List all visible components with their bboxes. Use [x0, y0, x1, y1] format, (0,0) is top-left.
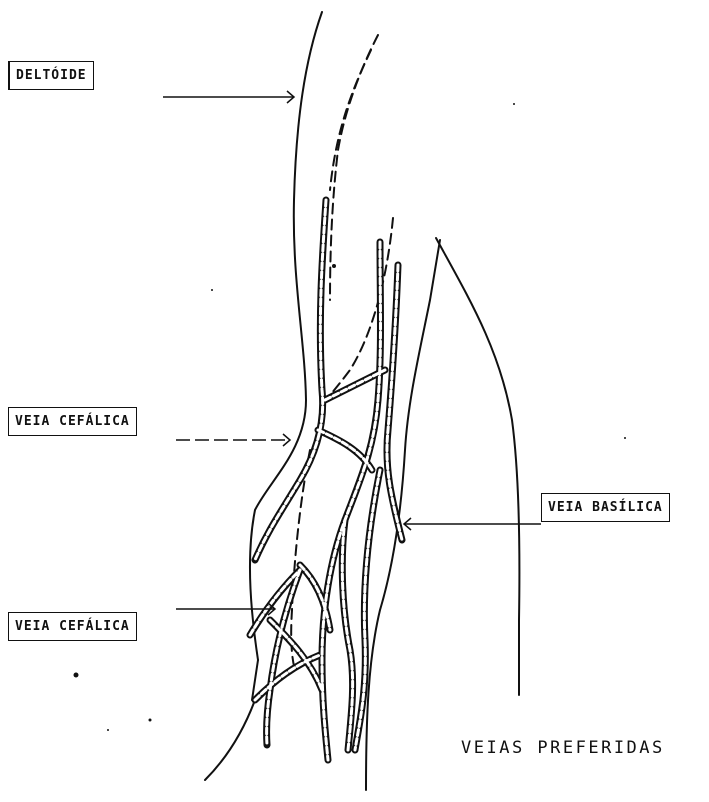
- dot: [624, 437, 626, 439]
- dot: [513, 103, 515, 105]
- dot: [211, 289, 213, 291]
- forearm-outline-lower: [205, 700, 255, 780]
- dashed-vein-upper-2: [330, 50, 371, 190]
- arm-outline-left: [250, 12, 322, 660]
- dot: [149, 719, 152, 722]
- dot: [332, 264, 336, 268]
- dashed-vein-upper: [330, 35, 378, 300]
- dot: [107, 729, 109, 731]
- label-veia-basilica: VEIA BASÍLICA: [541, 493, 670, 522]
- vein-lower-left: [267, 570, 300, 745]
- diagram-title: VEIAS PREFERIDAS: [461, 740, 665, 757]
- vein-cross-2: [318, 430, 372, 470]
- vein-cephalic-main: [255, 200, 326, 560]
- label-veia-cefalica-lower: VEIA CEFÁLICA: [8, 612, 137, 641]
- label-deltoide: DELTÓIDE: [8, 61, 94, 90]
- arm-outline-right: [436, 238, 519, 695]
- vein-branch-low: [255, 655, 320, 700]
- dot: [74, 673, 79, 678]
- label-veia-cefalica-upper: VEIA CEFÁLICA: [8, 407, 137, 436]
